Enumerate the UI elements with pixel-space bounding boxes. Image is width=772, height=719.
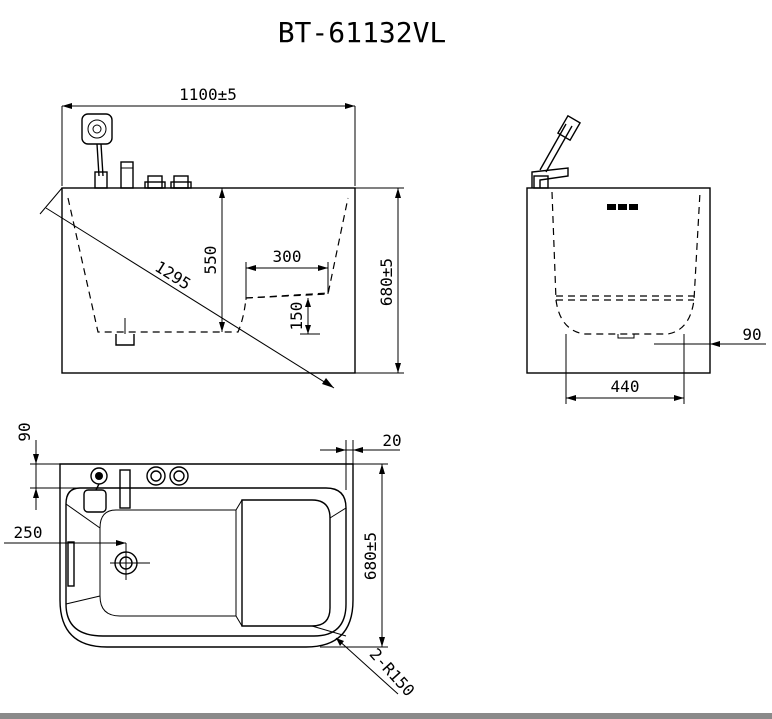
- arrow-head: [33, 454, 39, 464]
- front-width-label: 1100±5: [179, 85, 237, 104]
- corner-line: [235, 499, 243, 511]
- corner-line: [329, 507, 347, 519]
- seat-top-line: [245, 292, 329, 299]
- arrow-head: [116, 540, 126, 546]
- arrow-head: [322, 378, 334, 388]
- dim-ext-line: [39, 187, 63, 215]
- front-drain: [115, 334, 135, 346]
- top-knob-icon: [146, 466, 166, 486]
- arrow-head: [305, 325, 311, 334]
- top-knob-icon: [169, 466, 189, 486]
- arrow-head: [33, 488, 39, 498]
- top-rim-label: 20: [382, 431, 401, 450]
- side-view-tub-inner: [551, 191, 701, 335]
- arrow-head: [345, 103, 355, 109]
- front-depth-label: 550: [201, 246, 220, 275]
- arrow-head: [379, 464, 385, 474]
- top-width-label: 680±5: [361, 532, 380, 580]
- overflow-icon: [607, 204, 638, 210]
- grab-handle: [67, 541, 75, 587]
- arrow-head: [336, 638, 344, 646]
- side-drain: [617, 334, 635, 339]
- top-view-inner-rim: [65, 487, 347, 637]
- model-title: BT-61132VL: [278, 16, 447, 49]
- valve-knob-icon: [170, 175, 192, 189]
- front-height-label: 680±5: [377, 258, 396, 306]
- arrow-head: [379, 637, 385, 647]
- side-offset-label: 90: [742, 325, 761, 344]
- top-offset-label: 90: [15, 422, 34, 441]
- arrow-head: [305, 298, 311, 307]
- arrow-head: [395, 363, 401, 373]
- arrow-head: [219, 322, 225, 332]
- dim-line-diagonal: [45, 207, 335, 389]
- front-view-outline: [61, 187, 356, 374]
- arrow-head: [710, 341, 720, 347]
- arrow-head: [318, 265, 328, 271]
- front-seat-height-label: 150: [287, 302, 306, 331]
- spout-icon: [120, 161, 134, 189]
- top-spout-icon: [119, 469, 131, 509]
- side-inner-width-label: 440: [611, 377, 640, 396]
- front-diagonal-label: 1295: [152, 257, 195, 294]
- arrow-head: [674, 395, 684, 401]
- arrow-head: [336, 447, 346, 453]
- side-shower-icon: [531, 114, 582, 189]
- front-view: 1100±5 1295 550 300 150 680±5: [39, 85, 404, 389]
- side-view-outline: [526, 187, 711, 374]
- top-shower-head-icon: [83, 467, 108, 513]
- radius-leader: [335, 637, 399, 695]
- bottom-divider: [0, 713, 772, 719]
- top-view: 90 20 250 680±5 2-R150: [4, 422, 418, 700]
- top-drain-icon: [114, 548, 138, 580]
- top-view-outline: [59, 463, 354, 648]
- corner-line: [65, 595, 101, 605]
- side-view: 440 90: [526, 114, 766, 404]
- front-seat-width-label: 300: [273, 247, 302, 266]
- valve-knob-icon: [144, 175, 166, 189]
- top-view-seat: [241, 499, 331, 627]
- shower-head-icon: [81, 113, 113, 189]
- corner-line: [235, 615, 243, 627]
- corner-line: [311, 625, 347, 637]
- arrow-head: [219, 188, 225, 198]
- top-drain-offset-label: 250: [14, 523, 43, 542]
- corner-line: [65, 503, 101, 529]
- arrow-head: [566, 395, 576, 401]
- arrow-head: [395, 188, 401, 198]
- arrow-head: [246, 265, 256, 271]
- arrow-head: [62, 103, 72, 109]
- arrow-head: [353, 447, 363, 453]
